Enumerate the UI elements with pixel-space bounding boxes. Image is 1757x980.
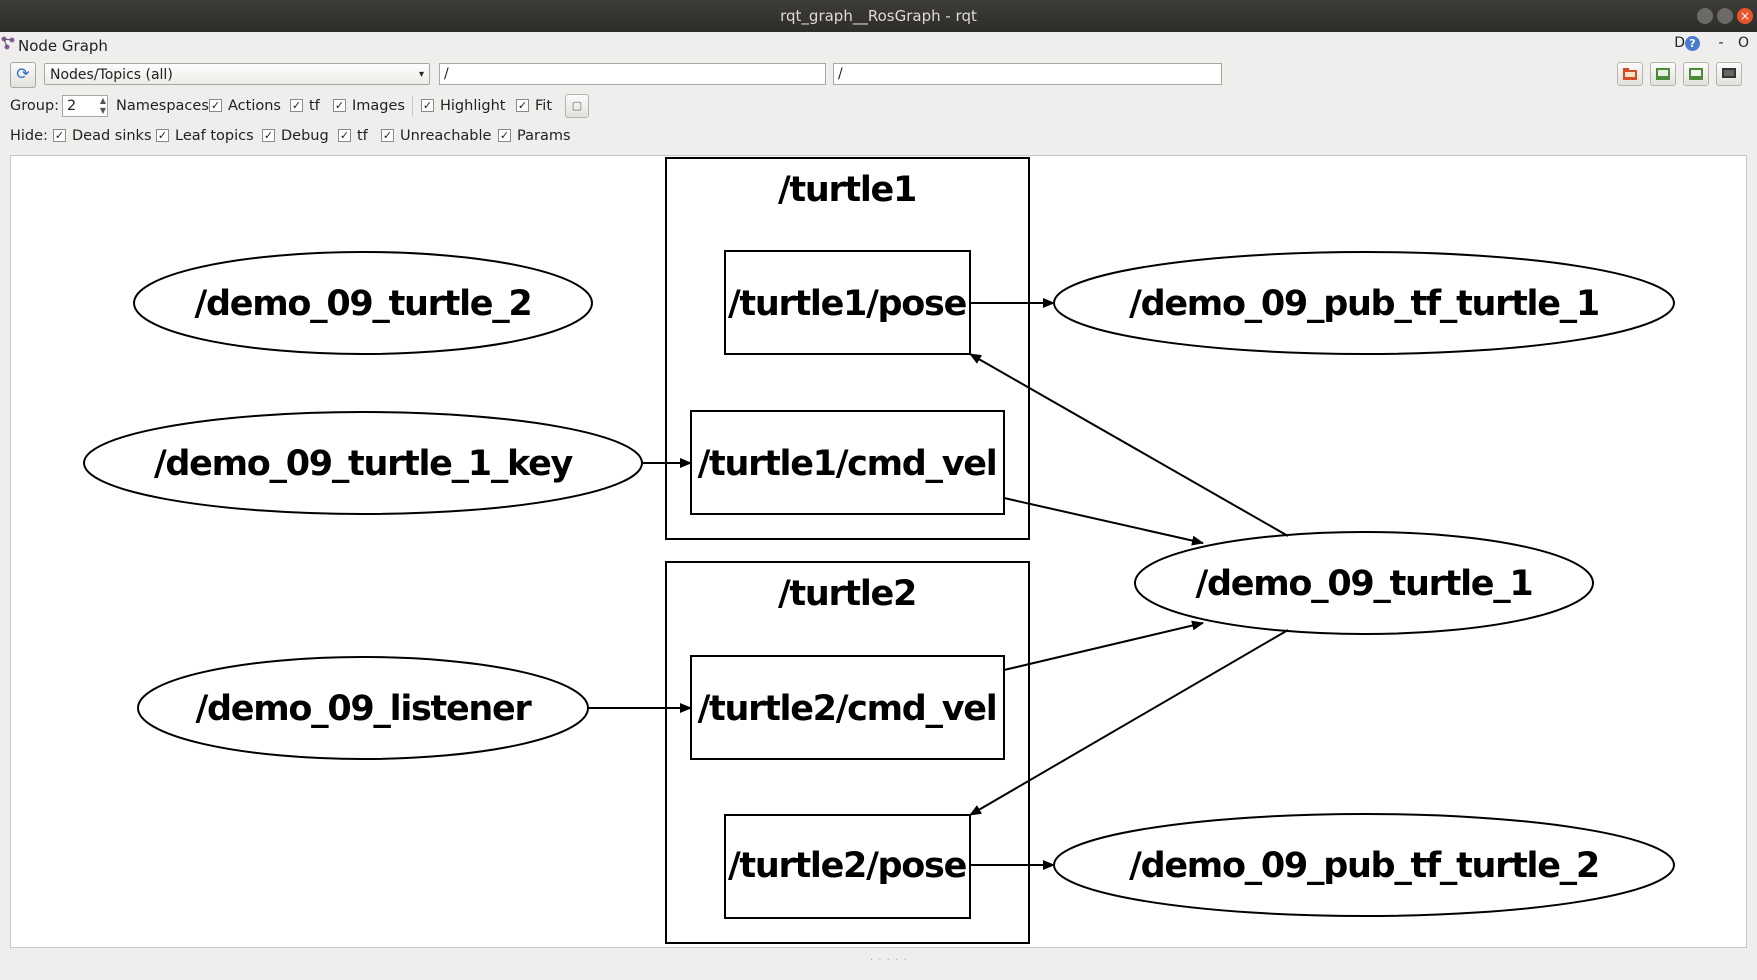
dock-title: Node Graph: [18, 37, 108, 55]
close-button[interactable]: ×: [1737, 8, 1753, 24]
actions-checkbox[interactable]: ✓ Actions: [209, 94, 281, 118]
topic-label: /turtle1/cmd_vel: [698, 444, 997, 484]
group-label: Group:: [10, 98, 60, 114]
params-checkbox[interactable]: ✓ Params: [498, 124, 571, 148]
hide-label: Hide:: [10, 128, 48, 144]
dock-float-button[interactable]: O: [1737, 35, 1749, 51]
topic-filter-input[interactable]: /: [833, 63, 1222, 85]
node-label: /demo_09_turtle_1: [1196, 564, 1533, 604]
resize-grip-icon[interactable]: · · · · ·: [870, 955, 908, 966]
highlight-checkbox[interactable]: ✓ Highlight: [421, 94, 505, 118]
topic-label: /turtle2/cmd_vel: [698, 689, 997, 729]
topic-turtle2-pose[interactable]: [724, 814, 971, 919]
checkbox-checked-icon: ✓: [381, 128, 394, 142]
node-filter-input[interactable]: /: [439, 63, 826, 85]
edge-turtle1-to-pose1: [969, 353, 1289, 537]
highlight-label: Highlight: [440, 98, 506, 114]
checkbox-checked-icon: ✓: [262, 128, 275, 142]
node-label: /demo_09_listener: [196, 689, 533, 729]
fit-view-icon: ▢: [571, 99, 583, 112]
debug-label: Debug: [281, 128, 329, 144]
dock-header: Node Graph D? - O: [0, 32, 1757, 58]
checkbox-checked-icon: ✓: [290, 98, 303, 112]
topic-label: /turtle1/pose: [728, 284, 967, 324]
main-toolbar: ⟳ Nodes/Topics (all) ▾ / /: [0, 60, 1757, 90]
monitor-icon: [1722, 68, 1736, 78]
topic-label: /turtle2/pose: [728, 846, 967, 886]
group-label-turtle2: /turtle2: [778, 574, 916, 614]
window-titlebar: rqt_graph__RosGraph - rqt ×: [0, 0, 1757, 32]
actions-label: Actions: [228, 98, 281, 114]
leaf-topics-checkbox[interactable]: ✓ Leaf topics: [156, 124, 254, 148]
dead-sinks-checkbox[interactable]: ✓ Dead sinks: [53, 124, 152, 148]
save-dot-icon: [1656, 68, 1670, 80]
separator: [412, 96, 413, 116]
leaf-topics-label: Leaf topics: [175, 128, 254, 144]
namespaces-label: Namespaces: [116, 98, 209, 114]
params-label: Params: [517, 128, 571, 144]
help-icon[interactable]: ?: [1685, 36, 1700, 51]
dock-d-button[interactable]: D: [1674, 35, 1685, 51]
node-label: /demo_09_pub_tf_turtle_2: [1129, 846, 1599, 886]
refresh-icon: ⟳: [16, 64, 30, 83]
load-dot-button[interactable]: [1617, 62, 1643, 86]
graph-canvas[interactable]: /turtle1 /turtle2 /turtle1/pose /turtle1…: [10, 155, 1747, 948]
save-dot-button[interactable]: [1650, 62, 1676, 86]
node-demo-09-turtle-2[interactable]: [133, 251, 593, 355]
edge-turtle1-to-pose2: [969, 629, 1289, 816]
save-image-button[interactable]: [1683, 62, 1709, 86]
checkbox-checked-icon: ✓: [498, 128, 511, 142]
spin-arrows-icon[interactable]: ▲▼: [99, 96, 106, 115]
fit-checkbox[interactable]: ✓ Fit: [516, 94, 552, 118]
tf-label: tf: [309, 98, 320, 114]
group-value: 2: [67, 98, 77, 114]
node-label: /demo_09_turtle_2: [195, 284, 532, 324]
unreachable-checkbox[interactable]: ✓ Unreachable: [381, 124, 491, 148]
graph-view[interactable]: /turtle1 /turtle2 /turtle1/pose /turtle1…: [11, 156, 1748, 949]
checkbox-checked-icon: ✓: [209, 98, 222, 112]
dock-minimize-button[interactable]: -: [1718, 35, 1724, 51]
checkbox-checked-icon: ✓: [53, 128, 66, 142]
screenshot-button[interactable]: [1716, 62, 1742, 86]
hide-row: Hide: ✓ Dead sinks ✓ Leaf topics ✓ Debug ✓ t…: [10, 124, 1710, 148]
edge-cmd1-to-turtle1: [1003, 497, 1204, 546]
folder-open-icon: [1623, 68, 1637, 80]
chevron-down-icon: ▾: [418, 69, 424, 80]
hide-tf-checkbox[interactable]: ✓ tf: [338, 124, 368, 148]
fit-label: Fit: [535, 98, 552, 114]
node-label: /demo_09_pub_tf_turtle_1: [1129, 284, 1599, 324]
checkbox-checked-icon: ✓: [421, 98, 434, 112]
maximize-button[interactable]: [1717, 8, 1733, 24]
fit-in-view-button[interactable]: ▢: [565, 94, 589, 118]
tf-checkbox[interactable]: ✓ tf: [290, 94, 320, 118]
checkbox-checked-icon: ✓: [156, 128, 169, 142]
images-label: Images: [352, 98, 405, 114]
dock-controls: D? - O: [1670, 35, 1749, 51]
window-title: rqt_graph__RosGraph - rqt: [780, 7, 977, 25]
node-label: /demo_09_turtle_1_key: [154, 444, 574, 484]
checkbox-checked-icon: ✓: [333, 98, 346, 112]
node-demo-09-turtle-1[interactable]: [1134, 531, 1594, 635]
checkbox-checked-icon: ✓: [516, 98, 529, 112]
group-spinbox[interactable]: 2 ▲▼: [62, 95, 108, 117]
edge-cmd2-to-turtle1: [1003, 620, 1204, 671]
graph-mode-select[interactable]: Nodes/Topics (all) ▾: [44, 63, 430, 85]
graph-mode-value: Nodes/Topics (all): [50, 67, 173, 83]
save-image-icon: [1689, 68, 1703, 80]
checkbox-checked-icon: ✓: [338, 128, 351, 142]
dead-sinks-label: Dead sinks: [72, 128, 152, 144]
images-checkbox[interactable]: ✓ Images: [333, 94, 405, 118]
debug-checkbox[interactable]: ✓ Debug: [262, 124, 329, 148]
node-graph-icon: [1, 36, 15, 50]
unreachable-label: Unreachable: [400, 128, 492, 144]
group-box-turtle2: [665, 561, 1030, 944]
hide-tf-label: tf: [357, 128, 368, 144]
options-row: Group: 2 ▲▼ Namespaces ✓ Actions ✓ tf ✓ Imag…: [10, 94, 1710, 118]
group-box-turtle1: [665, 157, 1030, 540]
refresh-button[interactable]: ⟳: [10, 62, 36, 88]
group-label-turtle1: /turtle1: [778, 170, 916, 210]
minimize-button[interactable]: [1697, 8, 1713, 24]
